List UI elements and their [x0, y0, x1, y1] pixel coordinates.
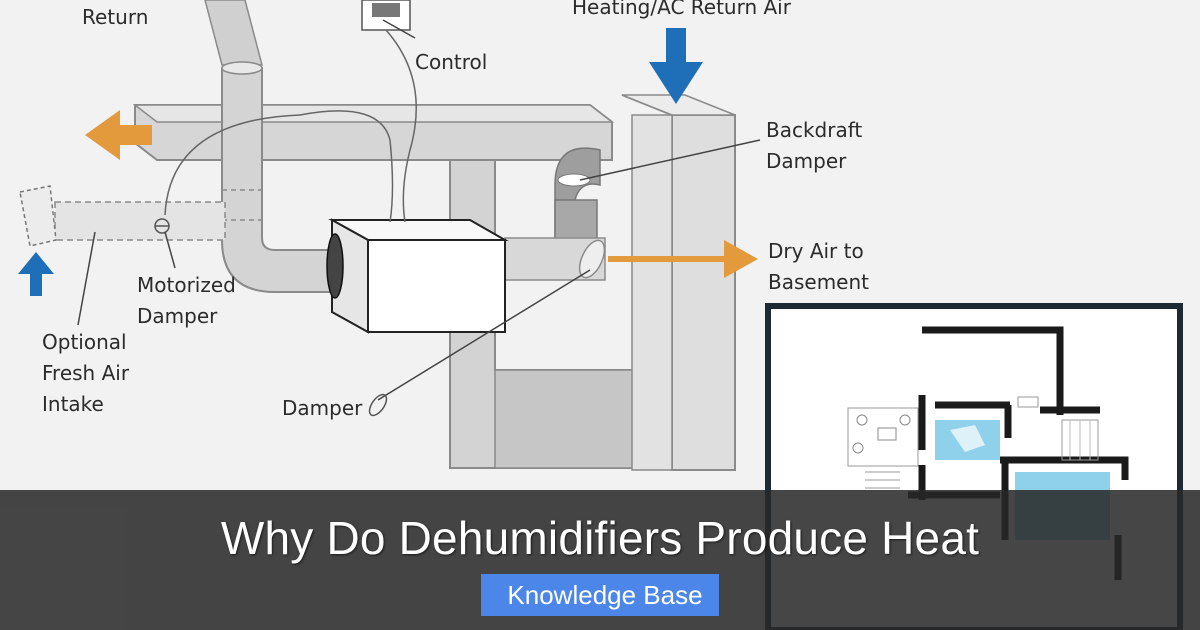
page-title: Why Do Dehumidifiers Produce Heat — [220, 512, 980, 564]
outlet-duct — [504, 237, 606, 281]
leader-lines — [77, 19, 761, 401]
dehumidifier-unit — [326, 218, 509, 334]
supply-duct — [132, 104, 615, 161]
control-thermostat — [164, 0, 417, 223]
label-heating-ac-return-air: Heating/AC Return Air — [572, 0, 792, 19]
fresh-air-up-arrow — [18, 252, 54, 296]
label-backdraft-damper-1: Backdraft — [766, 118, 862, 142]
label-damper: Damper — [282, 396, 363, 420]
return-plenum — [449, 94, 736, 471]
label-fresh-air-3: Intake — [42, 392, 104, 416]
label-return: Return — [82, 5, 148, 29]
label-dry-air-1: Dry Air to — [768, 239, 864, 263]
label-backdraft-damper-2: Damper — [766, 149, 847, 173]
fresh-air-intake-pipe — [19, 185, 226, 247]
label-fresh-air-1: Optional — [42, 330, 127, 354]
label-control: Control — [415, 50, 487, 74]
dry-air-arrow — [608, 240, 758, 278]
damper-symbol — [368, 393, 388, 417]
label-motorized-damper-2: Damper — [137, 304, 218, 328]
category-badge-label: Knowledge Base — [507, 579, 703, 610]
return-air-down-arrow — [649, 28, 703, 104]
exhaust-arrow — [85, 110, 152, 160]
floorplan-inset — [765, 303, 1183, 630]
label-motorized-damper-1: Motorized — [137, 273, 236, 297]
category-badge[interactable]: Knowledge Base — [481, 574, 719, 616]
label-dry-air-2: Basement — [768, 270, 869, 294]
title-banner: Why Do Dehumidifiers Produce Heat Knowle… — [0, 490, 1200, 630]
label-fresh-air-2: Fresh Air — [42, 361, 130, 385]
